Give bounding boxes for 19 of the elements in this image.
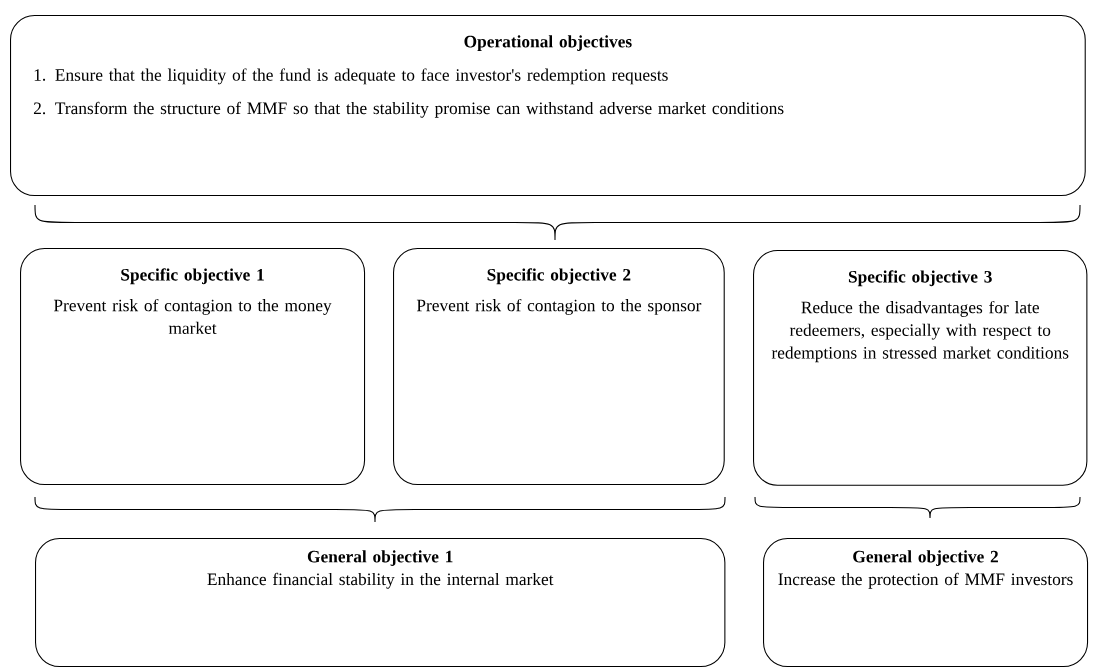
heading: Specific objective 2 [487,268,631,285]
objective-box [393,248,725,486]
heading: General objective 1 [307,550,453,566]
objective-box [10,15,1086,197]
body-text: Prevent risk of contagion to the sponsor [416,298,702,315]
objective-box [763,538,1089,668]
heading: Operational objectives [464,35,632,51]
body-text: Prevent risk of contagion to the money market [53,298,332,334]
heading: General objective 2 [853,550,998,566]
body-text: Reduce the disadvantages for late redeemers, especially with respect to redemptions in stressed market conditions [771,300,1069,363]
heading: Specific objective 3 [848,270,992,287]
objective-box [20,248,366,486]
list-item: 2. Transform the structure of MMF so that the stability promise can withstand adverse market conditions [33,101,784,118]
body-text: Enhance financial stability in the internal market [207,572,554,589]
objective-box [753,250,1088,486]
heading: Specific objective 1 [121,268,264,285]
objective-box [35,538,726,668]
body-text: Increase the protection of MMF investors [778,572,1073,589]
list-item: 1. Ensure that the liquidity of the fund is adequate to face investor's redemption requests [34,68,668,85]
